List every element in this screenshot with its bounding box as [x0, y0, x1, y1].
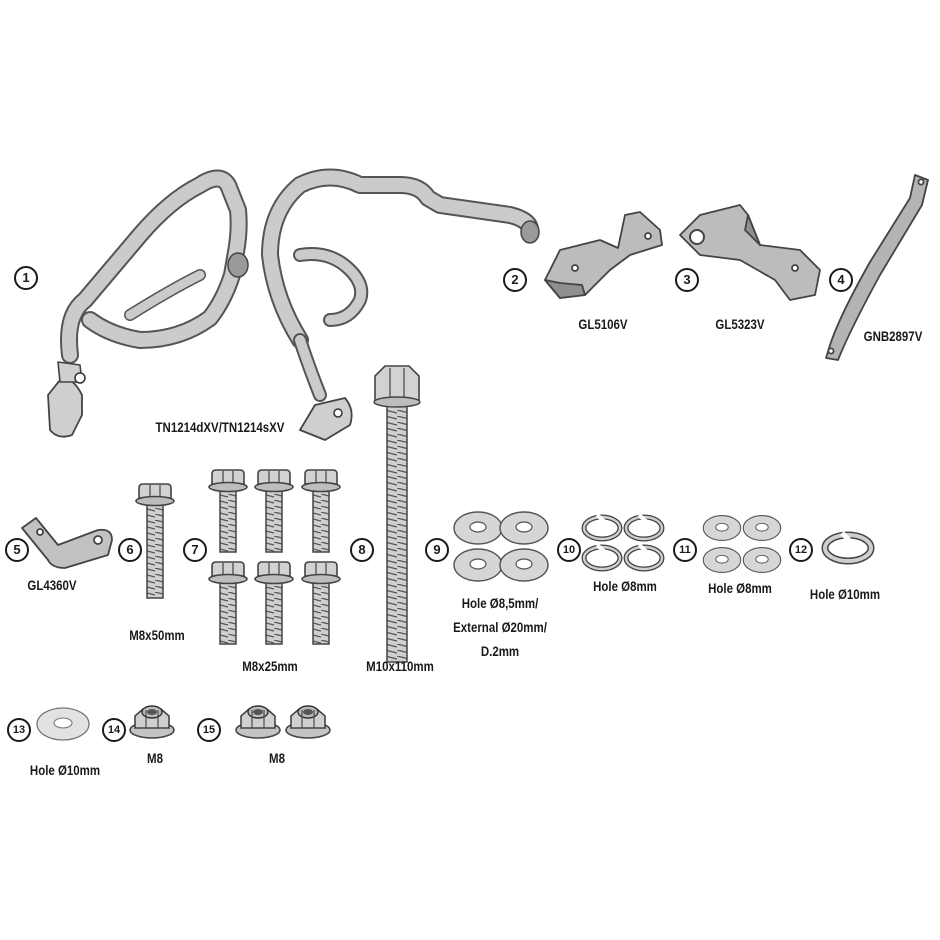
- part-label-2: GL5106V: [578, 316, 628, 332]
- part-label-11: Hole Ø8mm: [708, 580, 772, 596]
- part-number-11: 11: [673, 538, 697, 562]
- nuts-15-illustration: [235, 705, 331, 739]
- part-label-12: Hole Ø10mm: [809, 586, 881, 602]
- part-number-5: 5: [5, 538, 29, 562]
- bolts-m8x25-illustration: [208, 469, 341, 645]
- part-label-10: Hole Ø8mm: [593, 578, 657, 594]
- part-label-4: GNB2897V: [863, 328, 923, 344]
- crash-bar-left-illustration: [47, 169, 249, 438]
- bracket-gl5106v-illustration: [544, 211, 663, 299]
- part-number-10: 10: [557, 538, 581, 562]
- bolt-m8x50-illustration: [135, 483, 175, 599]
- part-label-7: M8x25mm: [242, 658, 298, 674]
- bracket-gl4360v-illustration: [21, 517, 113, 569]
- washers-10-illustration: [584, 515, 662, 569]
- part-label-15: M8: [269, 750, 285, 766]
- washer-12-illustration: [821, 531, 875, 565]
- part-label-8: M10x110mm: [366, 658, 434, 674]
- part-number-9: 9: [425, 538, 449, 562]
- part-number-2: 2: [503, 268, 527, 292]
- part-label-14: M8: [147, 750, 163, 766]
- nut-14-illustration: [129, 705, 175, 739]
- part-number-7: 7: [183, 538, 207, 562]
- part-number-13: 13: [7, 718, 31, 742]
- part-number-12: 12: [789, 538, 813, 562]
- bolt-m10x110-illustration: [373, 365, 421, 663]
- strap-gnb2897v-illustration: [825, 174, 929, 361]
- part-label-6: M8x50mm: [129, 627, 185, 643]
- part-number-6: 6: [118, 538, 142, 562]
- part-number-3: 3: [675, 268, 699, 292]
- washers-9-illustration: [453, 511, 549, 582]
- washers-11-illustration: [702, 514, 782, 574]
- part-label-9-line1: Hole Ø8,5mm/: [461, 595, 539, 611]
- part-label-1: TN1214dXV/TN1214sXV: [155, 419, 285, 435]
- part-number-15: 15: [197, 718, 221, 742]
- part-label-5: GL4360V: [27, 577, 77, 593]
- part-label-3: GL5323V: [715, 316, 765, 332]
- part-label-13: Hole Ø10mm: [29, 762, 101, 778]
- part-number-4: 4: [829, 268, 853, 292]
- bracket-gl5323v-illustration: [679, 204, 821, 301]
- part-label-9-line2: External Ø20mm/: [453, 619, 547, 635]
- part-number-8: 8: [350, 538, 374, 562]
- crash-bar-right-illustration: [261, 168, 540, 441]
- part-number-1: 1: [14, 266, 38, 290]
- washer-13-illustration: [36, 707, 90, 741]
- part-label-9-line3: D.2mm: [480, 643, 520, 659]
- part-number-14: 14: [102, 718, 126, 742]
